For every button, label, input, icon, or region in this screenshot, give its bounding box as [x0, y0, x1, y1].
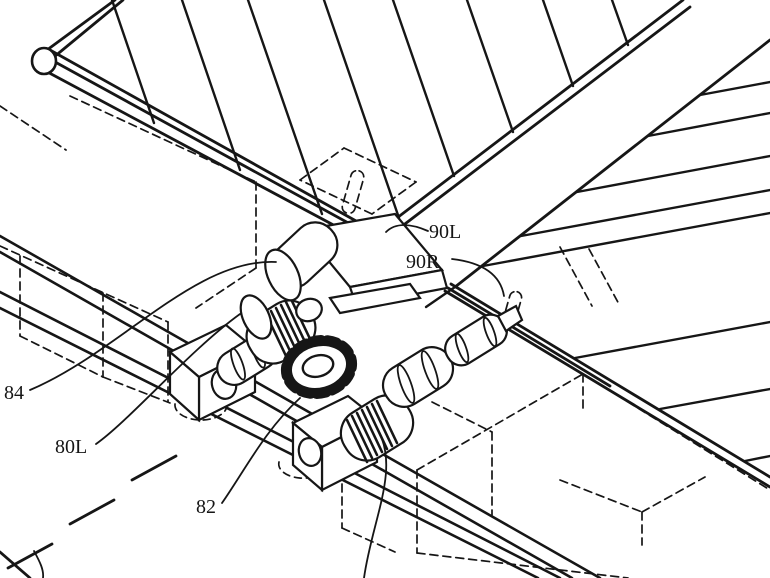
center-gear-hole	[301, 353, 335, 379]
leader-84	[29, 261, 277, 391]
leader-80L	[95, 313, 241, 445]
hinge-pin-end	[30, 46, 58, 76]
center-gear	[280, 334, 358, 400]
label-84: 84	[4, 382, 24, 404]
label-80L: 80L	[55, 436, 87, 458]
label-90L: 90L	[429, 221, 461, 243]
hinge-mechanism	[168, 212, 524, 493]
left-display-panel	[30, 0, 692, 248]
label-90R: 90R	[406, 251, 440, 273]
roller-end-wedge	[496, 304, 524, 333]
gear-shaft-end	[295, 297, 323, 323]
left-panel-hatching	[110, 0, 630, 220]
right-block-hole	[297, 437, 323, 467]
fold-axis-centerline	[0, 454, 178, 578]
right-display-panel	[424, 38, 770, 478]
hinge-bracket	[264, 212, 449, 315]
right-panel-top-edge	[453, 38, 770, 289]
leader-90L	[385, 224, 429, 233]
leader-82	[221, 397, 301, 504]
left-panel-edge-bar	[38, 0, 376, 246]
left-gear-face	[239, 294, 273, 340]
right-rollers	[381, 304, 524, 408]
leader-lines	[29, 224, 505, 578]
right-helical-gear	[339, 394, 415, 464]
label-82: 82	[196, 496, 216, 518]
leader-bottom-center	[363, 429, 388, 578]
device-body-edges	[0, 234, 602, 578]
leader-90R	[451, 258, 505, 297]
reference-labels: 84 80L 82 90L 90R	[4, 221, 461, 518]
right-panel-hatching	[481, 80, 770, 463]
leader-line-bottom-left	[33, 550, 45, 578]
hidden-pocket-left	[0, 95, 396, 553]
hidden-latch-left	[299, 147, 417, 215]
